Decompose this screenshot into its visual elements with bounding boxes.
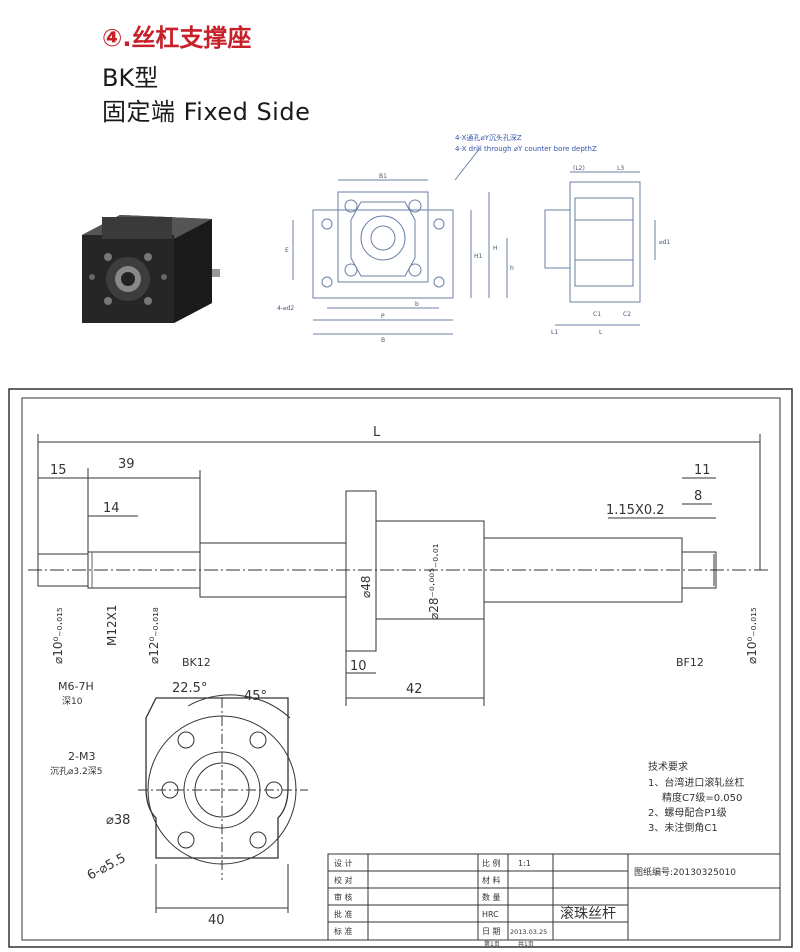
angle-45: 45°	[244, 689, 267, 704]
dim-e: E	[285, 247, 289, 254]
dim-b1: B1	[379, 173, 387, 180]
tb-date: 2013.03.25	[510, 928, 547, 936]
dim-groove: 1.15X0.2	[606, 503, 665, 518]
dim-d38: ⌀38	[106, 813, 130, 828]
dim-p: P	[381, 313, 385, 320]
tb-part-name: 滚珠丝杆	[560, 905, 616, 922]
dim-l3: L3	[617, 165, 624, 172]
dim-39: 39	[118, 457, 135, 472]
bk-blueprint: 4-X通孔⌀Y沉头孔深Z 4-X drill through ⌀Y counte…	[277, 133, 670, 344]
section-title: ④.丝杠支撑座	[102, 24, 252, 52]
tb-std: 标 准	[334, 926, 353, 936]
tech-line-1: 1、台湾进口滚轧丝杠	[648, 776, 744, 789]
tech-line-4: 3、未注倒角C1	[648, 821, 718, 834]
dim-L: L	[373, 425, 381, 440]
angle-22-5: 22.5°	[172, 681, 207, 696]
m6-depth: 深10	[62, 696, 83, 707]
dim-h: H	[493, 245, 498, 252]
dim-c1: C1	[593, 311, 601, 318]
dim-l2: (L2)	[573, 165, 585, 172]
bf12-label: BF12	[676, 656, 704, 669]
dim-14: 14	[103, 501, 120, 516]
dim-l1: L1	[551, 329, 558, 336]
dim-d10-left: ⌀10⁰₋₀.₀₁₅	[51, 607, 65, 664]
tb-qty: 数 量	[482, 892, 501, 902]
dim-10: 10	[350, 659, 367, 674]
dim-15: 15	[50, 463, 67, 478]
tb-sheets: 共1页	[518, 940, 534, 948]
bk12-label: BK12	[182, 656, 211, 669]
tb-hrc: HRC	[482, 910, 499, 919]
dim-m12: M12X1	[105, 605, 119, 646]
dim-11: 11	[694, 463, 711, 478]
m3-counterbore: 沉孔⌀3.2深5	[50, 766, 102, 777]
dim-8: 8	[694, 489, 702, 504]
dim-holes: 6-⌀5.5	[85, 851, 129, 884]
tb-review: 审 核	[334, 892, 353, 902]
dim-c2: C2	[623, 311, 631, 318]
tb-material: 材 料	[482, 875, 501, 885]
dim-d10-right: ⌀10⁰₋₀.₀₁₅	[745, 607, 759, 664]
model-label: BK型	[102, 64, 159, 92]
dim-b-small: b	[415, 301, 419, 308]
dim-d48: ⌀48	[359, 576, 373, 599]
side-label: 固定端 Fixed Side	[102, 98, 311, 126]
blueprint-note-en: 4-X drill through ⌀Y counter bore depthZ	[455, 145, 597, 153]
blueprint-note-cn: 4-X通孔⌀Y沉头孔深Z	[455, 133, 522, 142]
tb-approve: 批 准	[334, 909, 353, 919]
ballscrew-drawing: L 15 39 14 11 8 1.15X0.2 10 42 BK12 BF12…	[8, 388, 793, 948]
dim-h1: H1	[474, 253, 483, 260]
dim-hole: 4-⌀d2	[277, 305, 294, 312]
dim-b: B	[381, 337, 385, 344]
m3-label: 2-M3	[68, 750, 95, 763]
dim-l: L	[599, 329, 603, 336]
tb-date-label: 日 期	[482, 927, 501, 936]
dim-d1: ⌀d1	[659, 239, 670, 246]
dim-d12: ⌀12⁰₋₀.₀₁₈	[147, 607, 161, 664]
tech-line-2: 精度C7级=0.050	[662, 791, 742, 804]
tech-line-3: 2、螺母配合P1级	[648, 806, 727, 819]
tb-scale-label: 比 例	[482, 858, 501, 868]
tb-sheet: 第1页	[484, 940, 500, 948]
dim-h2: h	[510, 265, 514, 272]
tb-drawing-no: 图纸编号:20130325010	[634, 866, 736, 878]
support-block-photo	[82, 215, 220, 323]
dim-40: 40	[208, 913, 225, 928]
dim-42: 42	[406, 682, 423, 697]
tb-design: 设 计	[334, 858, 353, 868]
dim-d28: ⌀28⁻⁰·⁰⁰⁵₋₀.₀₁	[427, 543, 441, 620]
m6-label: M6-7H	[58, 680, 94, 693]
tech-title: 技术要求	[648, 760, 688, 773]
tb-scale: 1:1	[518, 859, 531, 868]
tb-check: 校 对	[334, 875, 353, 885]
